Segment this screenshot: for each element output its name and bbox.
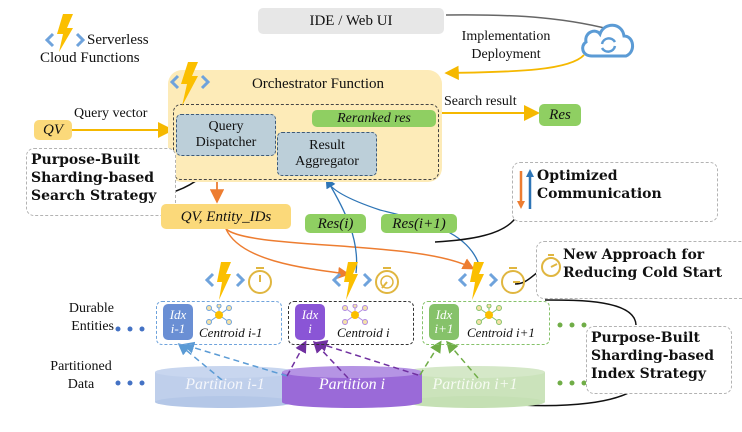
query-dispatcher-line1: Query <box>208 119 244 134</box>
durable-dots-right <box>557 322 587 328</box>
legend-label-line2: Cloud Functions <box>40 50 140 66</box>
communication-line2: Communication <box>537 186 662 202</box>
search-strategy-line3: Search Strategy <box>31 188 157 204</box>
communication-line1: Optimized <box>537 168 618 184</box>
cold-start-callout: New Approach for Reducing Cold Start <box>536 241 742 299</box>
function-i-icon <box>331 262 399 300</box>
partition-i-plus-1-label: Partition i+1 <box>432 376 518 393</box>
index-strategy-line2: Sharding-based <box>591 348 715 364</box>
centroid-i-label: Centroid i <box>337 325 390 340</box>
function-i-plus-1-icon <box>457 262 525 300</box>
result-aggregator-line2: Aggregator <box>295 154 359 169</box>
search-strategy-line2: Sharding-based <box>31 170 155 186</box>
cloud-sync-icon <box>581 23 634 58</box>
communication-callout: Optimized Communication <box>512 162 718 222</box>
result-aggregator-line1: Result <box>309 138 345 153</box>
index-strategy-callout: Purpose-Built Sharding-based Index Strat… <box>586 326 732 394</box>
qv-entity-ids-box[interactable]: QV, Entity_IDs <box>161 204 291 229</box>
partition-dots-right <box>557 380 587 386</box>
durable-entity-i-1[interactable]: Idx i-1 Centroid i-1 <box>156 301 282 345</box>
orchestrator-title: Orchestrator Function <box>251 76 385 92</box>
index-strategy-line1: Purpose-Built <box>591 330 700 346</box>
search-strategy-line1: Purpose-Built <box>31 152 140 168</box>
search-strategy-callout: Purpose-Built Sharding-based Search Stra… <box>26 148 176 216</box>
durable-entities-label: Durable Entities <box>50 300 114 336</box>
res-box[interactable]: Res <box>539 104 581 126</box>
idx-i-1-line1: Idx <box>169 307 187 322</box>
function-i <box>331 262 402 304</box>
idx-i-plus-1-line2: i+1 <box>434 321 454 336</box>
partition-cylinder-i-plus-1 <box>405 366 545 408</box>
centroid-i-1-label: Centroid i-1 <box>199 325 263 340</box>
bidirectional-arrows-icon <box>517 169 534 209</box>
ide-web-ui-box[interactable]: IDE / Web UI <box>258 8 444 34</box>
durable-dots <box>115 326 145 332</box>
idx-i-1: Idx i-1 <box>163 304 193 340</box>
orchestrator-function: Orchestrator Function Query Dispatcher R… <box>168 70 442 182</box>
idx-i-line2: i <box>308 321 312 336</box>
partition-cylinder-i <box>282 366 422 408</box>
idx-i-plus-1-line1: Idx <box>435 307 453 322</box>
durable-entity-i[interactable]: Idx i Centroid i <box>288 301 414 345</box>
partitioned-line1: Partitioned <box>50 359 112 374</box>
cold-start-line1: New Approach for <box>563 247 705 263</box>
durable-entity-i-plus-1[interactable]: Idx i+1 Centroid i+1 <box>422 301 550 345</box>
qv-box[interactable]: QV <box>34 120 72 140</box>
partition-cylinder-i-1 <box>155 366 295 408</box>
partition-i-label: Partition i <box>318 376 386 393</box>
centroid-i-1-icon <box>206 304 232 325</box>
idx-i-plus-1: Idx i+1 <box>429 304 459 340</box>
deployment-label: Implementation Deployment <box>446 28 566 64</box>
legend-label-line1: Serverless <box>87 32 149 48</box>
deployment-line2: Deployment <box>471 47 541 62</box>
result-aggregator[interactable]: Result Aggregator <box>277 132 377 176</box>
ide-to-cloud-arrow <box>445 14 623 36</box>
index-strategy-line3: Index Strategy <box>591 366 706 382</box>
ide-label: IDE / Web UI <box>309 13 393 29</box>
deployment-line1: Implementation <box>461 29 551 44</box>
partition-i-1-label: Partition i-1 <box>185 376 265 393</box>
centroid-i-icon <box>342 304 368 325</box>
serverless-function-icon <box>45 14 86 52</box>
durable-line1: Durable <box>68 301 114 316</box>
cloud-to-orchestrator-arrow <box>444 54 585 81</box>
orchestrator-function-icon <box>170 62 211 106</box>
partitioned-data-label: Partitioned Data <box>36 358 126 394</box>
idx-i: Idx i <box>295 304 325 340</box>
query-vector-label: Query vector <box>74 106 148 121</box>
partitioned-line2: Data <box>67 377 95 392</box>
query-dispatcher[interactable]: Query Dispatcher <box>176 114 276 156</box>
centroid-i-plus-1-label: Centroid i+1 <box>467 325 535 340</box>
function-i-1 <box>204 262 275 304</box>
function-i-1-icon <box>204 262 272 300</box>
res-i-box[interactable]: Res(i) <box>305 214 366 233</box>
partition-dots <box>115 380 145 386</box>
search-result-label: Search result <box>444 94 517 109</box>
function-i-plus-1 <box>457 262 528 304</box>
centroid-i-plus-1-icon <box>476 304 502 325</box>
cold-start-line2: Reducing Cold Start <box>563 265 723 281</box>
query-dispatcher-line2: Dispatcher <box>195 135 257 150</box>
res-i-plus-1-box[interactable]: Res(i+1) <box>381 214 457 233</box>
idx-i-line1: Idx <box>301 307 319 322</box>
durable-line2: Entities <box>71 319 114 334</box>
stopwatch-icon <box>541 254 561 277</box>
idx-i-1-line2: i-1 <box>170 321 186 336</box>
reranked-res-box[interactable]: Reranked res <box>312 110 436 127</box>
orchestrator-inner <box>173 104 439 180</box>
